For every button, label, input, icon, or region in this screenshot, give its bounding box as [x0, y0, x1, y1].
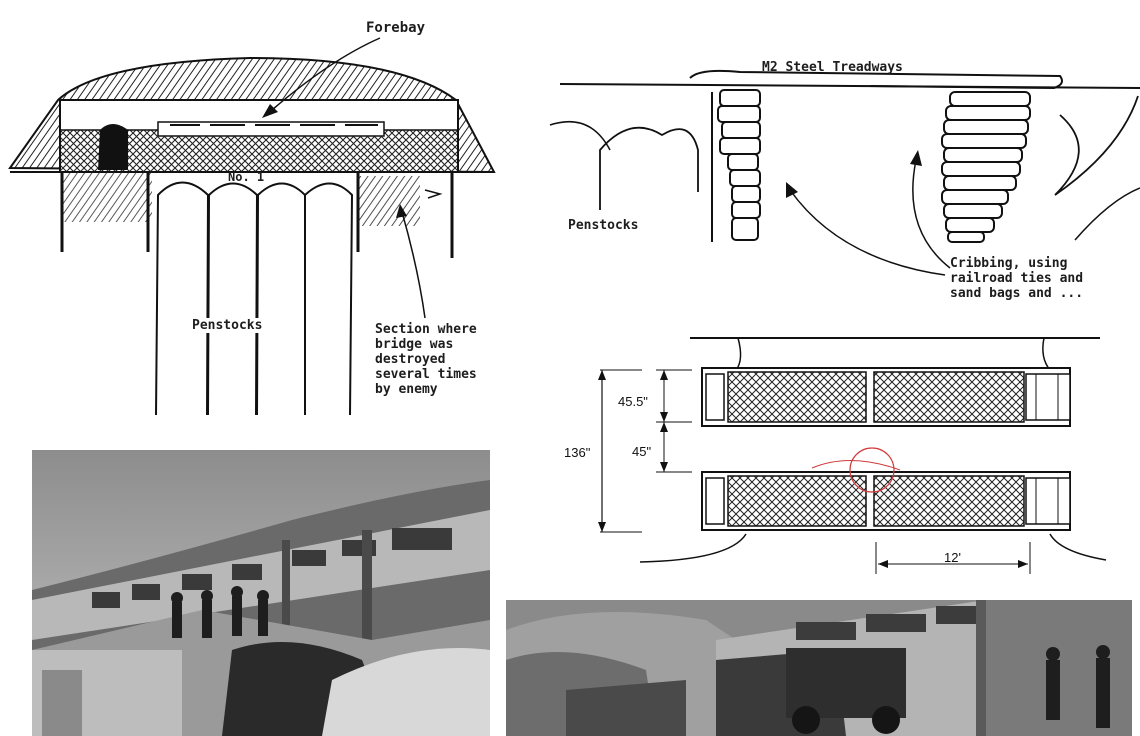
forebay-section-sketch: Forebay No. 1 Penstocks Section where br… [0, 0, 520, 430]
photo-soldiers-powerhouse [32, 450, 490, 736]
section-note-line: by enemy [375, 382, 438, 397]
penstocks-label: Penstocks [192, 318, 263, 333]
cribbing-note-line: Cribbing, using [950, 256, 1068, 271]
section-note: Section where bridge was destroyed sever… [375, 322, 477, 397]
cribbing-note-line: sand bags and ... [950, 286, 1084, 301]
truck-photo-illustration [506, 600, 1132, 736]
treadways-label: M2 Steel Treadways [762, 60, 903, 75]
dim-top-offset: 45.5" [618, 394, 648, 409]
dim-gap: 45" [632, 444, 652, 459]
forebay-label: Forebay [366, 20, 426, 36]
right-penstocks-label: Penstocks [568, 218, 639, 233]
section-note-line: destroyed [375, 352, 446, 367]
section-note-line: several times [375, 367, 477, 382]
dim-total-width: 136" [564, 445, 591, 460]
powerhouse-photo-illustration [32, 450, 490, 736]
plan-view-drawing [598, 337, 1107, 574]
treadway-plan-view: 136" 45.5" 45" 12' [560, 330, 1120, 580]
section-note-line: Section where [375, 322, 477, 337]
cribbing-note: Cribbing, using railroad ties and sand b… [950, 256, 1083, 301]
dim-length: 12' [944, 550, 961, 565]
treadway-cribbing-sketch: M2 Steel Treadways Penstocks Cribbing, u… [540, 0, 1140, 320]
unit-number-label: No. 1 [228, 170, 265, 184]
cribbing-sketch-drawing [549, 69, 1140, 276]
cribbing-note-line: railroad ties and [950, 271, 1084, 286]
section-note-line: bridge was [375, 337, 454, 352]
photo-truck-crossing [506, 600, 1132, 736]
forebay-sketch-drawing [8, 37, 496, 416]
